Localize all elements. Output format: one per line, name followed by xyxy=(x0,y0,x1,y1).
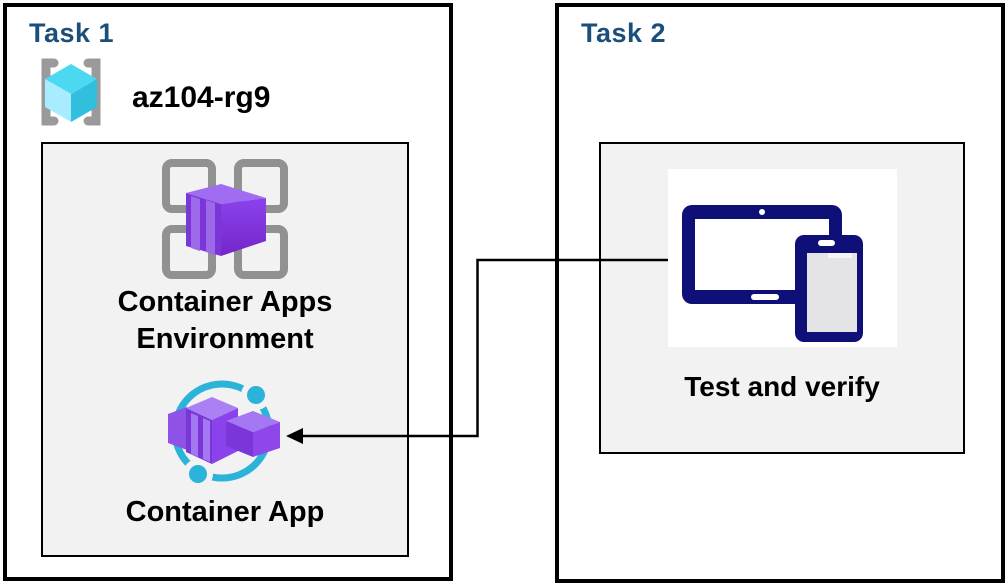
environment-label: Container Apps Environment xyxy=(43,284,407,358)
resource-group-icon-svg xyxy=(41,58,101,126)
environment-label-line2: Environment xyxy=(136,323,314,355)
container-apps-environment-icon-svg xyxy=(162,159,288,279)
task1-inner-box: Container Apps Environment xyxy=(41,142,409,557)
task2-inner-box: Test and verify xyxy=(599,142,965,454)
container-app-icon xyxy=(167,377,283,492)
test-and-verify-label: Test and verify xyxy=(684,371,880,402)
resource-group-name: az104-rg9 xyxy=(132,81,271,114)
task1-box: Task 1 az104-rg9 xyxy=(3,3,453,581)
environment-label-line1: Container Apps xyxy=(117,286,333,318)
container-app-icon-svg xyxy=(168,380,280,489)
task2-title: Task 2 xyxy=(581,18,667,48)
resource-group-icon xyxy=(34,57,108,132)
tablet-phone-devices-icon xyxy=(682,205,863,342)
devices-icon-background xyxy=(668,169,897,347)
task2-box: Task 2 Test and verify xyxy=(555,3,1005,583)
task1-title: Task 1 xyxy=(29,18,115,48)
container-apps-environment-icon xyxy=(161,158,289,287)
container-app-label: Container App xyxy=(125,496,325,528)
